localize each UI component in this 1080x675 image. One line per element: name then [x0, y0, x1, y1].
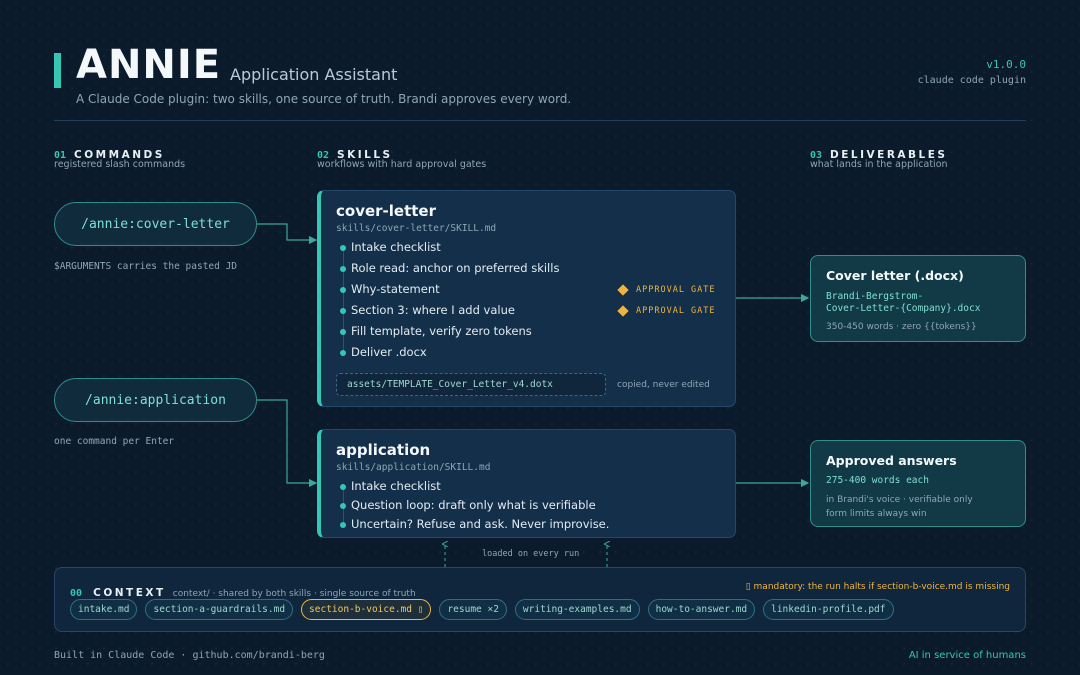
step-dot: [340, 308, 346, 314]
cover-letter-filename-line2: Cover-Letter-{Company}.docx: [826, 303, 981, 314]
approval-gate-label: APPROVAL GATE: [636, 285, 716, 295]
step-dot: [340, 350, 346, 356]
approval-gate-label: APPROVAL GATE: [636, 306, 716, 316]
commands-heading-sub: registered slash commands: [54, 159, 186, 170]
context-chip[interactable]: section-a-guardrails.md: [145, 599, 294, 620]
context-chip-mandatory[interactable]: section-b-voice.md ▯: [301, 599, 432, 620]
arrow-application-command: [257, 399, 318, 488]
deliverables-heading: 03 DELIVERABLES: [810, 143, 947, 162]
skills-heading-sub: workflows with hard approval gates: [317, 159, 487, 170]
deliverables-heading-number: 03: [810, 150, 823, 161]
approval-gate-badge: APPROVAL GATE: [617, 284, 716, 296]
title-accent-bar: [54, 53, 61, 88]
cover-letter-deliverable-meta: 350-450 words · zero {{tokens}}: [826, 322, 977, 332]
context-heading-sub: context/ · shared by both skills · singl…: [172, 589, 416, 599]
cover-letter-step: Intake checklist: [351, 240, 441, 254]
page-tagline: A Claude Code plugin: two skills, one so…: [76, 92, 572, 106]
context-file-chips: intake.md section-a-guardrails.md sectio…: [70, 599, 894, 620]
deliverables-heading-title: DELIVERABLES: [830, 149, 948, 161]
cover-letter-step: Why-statement: [351, 282, 440, 296]
application-step: Intake checklist: [351, 479, 441, 493]
cover-letter-step: Role read: anchor on preferred skills: [351, 261, 560, 275]
answers-meta-line1: in Brandi's voice · verifiable only: [826, 495, 973, 505]
context-mandatory-warning: ▯ mandatory: the run halts if section-b-…: [745, 582, 1010, 592]
step-dot: [340, 245, 346, 251]
cover-letter-step: Deliver .docx: [351, 345, 427, 359]
answers-word-count: 275-400 words each: [826, 475, 929, 486]
skills-heading-number: 02: [317, 150, 330, 161]
cover-letter-step: Fill template, verify zero tokens: [351, 324, 532, 338]
header-divider: [54, 120, 1026, 121]
context-chip[interactable]: how-to-answer.md: [647, 599, 756, 620]
commands-heading-title: COMMANDS: [74, 149, 165, 161]
cover-letter-steps-line: [342, 248, 344, 353]
cover-letter-skill-name: cover-letter: [336, 202, 436, 220]
cover-letter-deliverable-card: Cover letter (.docx) Brandi-Bergstrom- C…: [810, 255, 1026, 342]
step-dot: [340, 329, 346, 335]
step-dot: [340, 266, 346, 272]
context-heading-title: CONTEXT: [93, 587, 166, 599]
template-note: copied, never edited: [617, 380, 710, 390]
step-dot: [340, 522, 346, 528]
application-skill-path: skills/application/SKILL.md: [336, 462, 491, 473]
footer-motto: AI in service of humans: [908, 650, 1026, 661]
application-skill-name: application: [336, 441, 431, 459]
page-subtitle: Application Assistant: [230, 65, 398, 84]
loaded-every-run-note: loaded on every run: [482, 549, 580, 559]
context-chip[interactable]: intake.md: [70, 599, 138, 620]
commands-heading: 01 COMMANDS: [54, 143, 165, 162]
cover-letter-skill-card: cover-letter skills/cover-letter/SKILL.m…: [317, 190, 736, 407]
cover-letter-command-note: $ARGUMENTS carries the pasted JD: [54, 261, 238, 272]
application-step: Question loop: draft only what is verifi…: [351, 498, 596, 512]
cover-letter-filename-line1: Brandi-Bergstrom-: [826, 291, 924, 302]
context-chip[interactable]: linkedin-profile.pdf: [763, 599, 894, 620]
template-file-box[interactable]: assets/TEMPLATE_Cover_Letter_v4.dotx: [336, 373, 606, 396]
cover-letter-skill-path: skills/cover-letter/SKILL.md: [336, 223, 497, 234]
context-chip[interactable]: resume ×2: [439, 599, 507, 620]
application-command-pill[interactable]: /annie:application: [54, 378, 257, 422]
commands-heading-number: 01: [54, 150, 67, 161]
version-sublabel: claude code plugin: [917, 75, 1026, 86]
approval-gate-badge: APPROVAL GATE: [617, 305, 716, 317]
cover-letter-step: Section 3: where I add value: [351, 303, 515, 317]
context-heading-number: 00: [70, 588, 83, 599]
answers-deliverable-card: Approved answers 275-400 words each in B…: [810, 440, 1026, 527]
cover-letter-deliverable-title: Cover letter (.docx): [826, 268, 964, 283]
context-heading: 00 CONTEXT context/ · shared by both ski…: [70, 581, 416, 600]
version-label: v1.0.0: [986, 58, 1026, 71]
skills-heading: 02 SKILLS: [317, 143, 393, 162]
approval-gate-diamond-icon: [617, 284, 629, 296]
context-chip[interactable]: writing-examples.md: [514, 599, 640, 620]
approval-gate-diamond-icon: [617, 305, 629, 317]
page-title: ANNIE: [76, 42, 222, 88]
application-step: Uncertain? Refuse and ask. Never improvi…: [351, 517, 610, 531]
step-dot: [340, 484, 346, 490]
application-command-note: one command per Enter: [54, 436, 175, 447]
cover-letter-command-pill[interactable]: /annie:cover-letter: [54, 202, 257, 246]
arrow-cover-letter-command: [257, 223, 318, 245]
footer-credit: Built in Claude Code · github.com/brandi…: [54, 650, 325, 661]
step-dot: [340, 287, 346, 293]
step-dot: [340, 503, 346, 509]
answers-deliverable-title: Approved answers: [826, 453, 957, 468]
skills-heading-title: SKILLS: [337, 149, 393, 161]
deliverables-heading-sub: what lands in the application: [810, 159, 948, 170]
answers-meta-line2: form limits always win: [826, 509, 927, 519]
application-skill-card: application skills/application/SKILL.md …: [317, 429, 736, 538]
